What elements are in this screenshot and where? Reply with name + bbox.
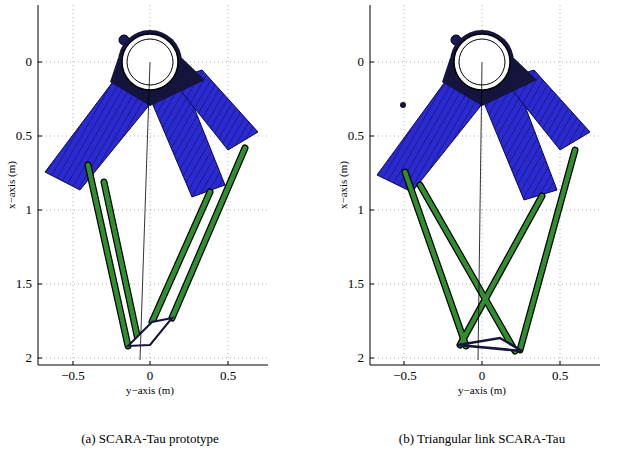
tick-label: 0.5 xyxy=(220,369,236,383)
tick-label: 0.5 xyxy=(16,129,32,143)
tick-label: 0 xyxy=(479,369,486,383)
tick-label: 0 xyxy=(147,369,154,383)
tick-label: 1 xyxy=(26,203,33,217)
tick-label: −0.5 xyxy=(393,369,417,383)
subcaption: (a) SCARA-Tau prototype xyxy=(81,432,219,446)
axes xyxy=(370,5,600,365)
subcaption: (b) Triangular link SCARA-Tau xyxy=(399,432,565,446)
axis-label: y−axis (m) xyxy=(126,384,174,396)
tick-label: −0.5 xyxy=(61,369,85,383)
robot-a xyxy=(45,30,258,360)
tick-label: 1.5 xyxy=(348,277,364,291)
tick-label: 0.5 xyxy=(348,129,364,143)
axis-label: x−axis (m) xyxy=(337,161,349,209)
grid xyxy=(370,5,600,365)
axis-label: x−axis (m) xyxy=(5,161,17,209)
tick-label: 0 xyxy=(358,55,365,69)
robot-b xyxy=(377,30,590,360)
tick-label: 2 xyxy=(26,351,33,365)
tick-label: 1.5 xyxy=(16,277,32,291)
tick-label: 0.5 xyxy=(552,369,568,383)
tick-label: 2 xyxy=(358,351,365,365)
axes xyxy=(38,5,268,365)
tick-label: 1 xyxy=(358,203,365,217)
tick-label: 0 xyxy=(26,55,33,69)
grid xyxy=(38,5,268,365)
axis-label: y−axis (m) xyxy=(458,384,506,396)
